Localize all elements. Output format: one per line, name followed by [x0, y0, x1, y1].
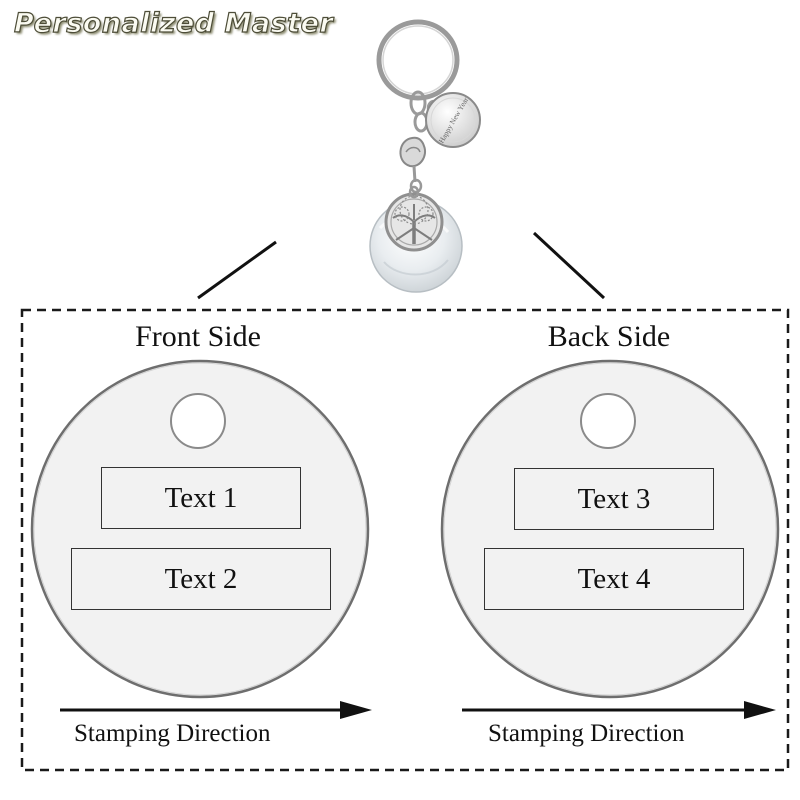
- callout-line-left: [197, 240, 277, 300]
- back-text-box-3: Text 3: [514, 468, 714, 530]
- chain-link: [409, 90, 427, 116]
- split-ring: [376, 19, 460, 101]
- front-tag-hole: [170, 393, 226, 449]
- back-tag-hole: [580, 393, 636, 449]
- lobster-clasp: [399, 136, 426, 194]
- dashed-frame: [20, 308, 790, 772]
- front-side-title: Front Side: [135, 320, 261, 353]
- back-text-box-4: Text 4: [484, 548, 744, 610]
- front-tag: [30, 359, 370, 699]
- back-side-title: Back Side: [547, 320, 671, 353]
- back-stamping-direction-label: Stamping Direction: [488, 720, 685, 747]
- front-stamping-arrow: [60, 701, 372, 719]
- callout-line-right: [532, 231, 606, 300]
- brand-logo: Personalized Master: [13, 7, 334, 39]
- front-stamping-direction-label: Stamping Direction: [74, 720, 271, 747]
- back-stamping-arrow: [462, 701, 776, 719]
- keyring-photo: Happy New Year: [369, 19, 481, 293]
- front-text-box-2: Text 2: [71, 548, 331, 610]
- front-text-box-1: Text 1: [101, 467, 301, 529]
- tree-of-life-charm: [384, 185, 444, 252]
- small-engraved-tag: Happy New Year: [425, 92, 481, 148]
